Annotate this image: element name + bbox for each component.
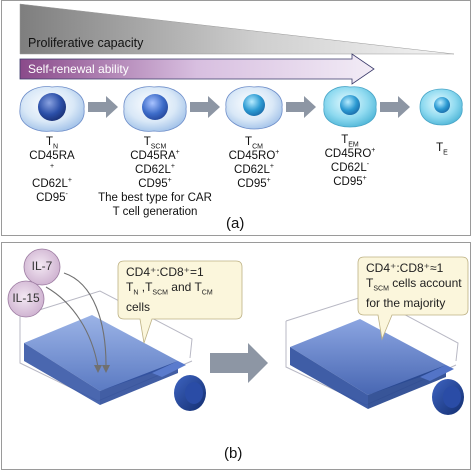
transition-arrow xyxy=(210,343,268,383)
flask-left xyxy=(19,290,193,405)
bubble-left-text: CD4⁺:CD8⁺=1 TN ,TSCM and TCM cells xyxy=(126,265,240,315)
proliferative-capacity-wedge xyxy=(19,3,455,55)
cell-tscm xyxy=(123,86,187,132)
flask-right-cap xyxy=(432,379,464,415)
bubble-left-cells: cells xyxy=(126,300,151,315)
panel-a: Proliferative capacity Self-renewal abil… xyxy=(1,0,471,236)
label-te: TE xyxy=(436,142,448,157)
differentiation-arrows xyxy=(88,96,410,118)
cell-tcm xyxy=(225,86,283,130)
il7-label: IL-7 xyxy=(31,259,53,273)
label-tem: TEM CD45RO+ CD62L- CD95+ xyxy=(324,134,376,188)
panel-a-label: (a) xyxy=(226,215,245,232)
flask-right xyxy=(285,294,459,409)
bubble-right-text: CD4⁺:CD8⁺≈1 TSCM cells account for the m… xyxy=(366,261,468,311)
self-renewal-arrow xyxy=(19,53,375,85)
panel-b-graphics xyxy=(7,248,469,415)
arrow-2 xyxy=(190,96,220,118)
cytokine-arrows xyxy=(45,272,110,373)
cell-tem xyxy=(323,86,377,128)
bubble-right-line2: TSCM cells account xyxy=(366,276,462,293)
panel-b-label: (b) xyxy=(224,445,243,462)
il15-label: IL-15 xyxy=(12,291,40,305)
bubble-left-shape xyxy=(117,260,243,344)
label-tscm: TSCM CD45RA+ CD62L+ CD95+ The best type … xyxy=(96,135,214,219)
bubble-right-shape xyxy=(357,256,469,341)
arrow-3 xyxy=(286,96,316,118)
cell-te xyxy=(419,88,463,126)
cell-tn xyxy=(19,86,85,132)
arrow-1 xyxy=(88,96,118,118)
panel-b: IL-7 IL-15 CD4⁺:CD8⁺=1 TN ,TSCM and TCM … xyxy=(1,242,471,470)
tscm-note: The best type for CAR T cell generation xyxy=(98,192,212,218)
self-renewal-label: Self-renewal ability xyxy=(28,62,129,76)
bubble-left-ratio: CD4⁺:CD8⁺=1 xyxy=(126,265,204,279)
bubble-right-line3: for the majority xyxy=(366,296,446,311)
flask-left-cap xyxy=(174,375,206,411)
bubble-left-types: TN ,TSCM and TCM xyxy=(126,280,213,297)
il15-circle xyxy=(7,280,45,318)
label-tcm: TCM CD45RO+ CD62L+ CD95+ xyxy=(228,136,280,190)
label-tn: TN CD45RA + CD62L+ CD95- xyxy=(29,136,75,204)
bubble-right-ratio: CD4⁺:CD8⁺≈1 xyxy=(366,261,444,275)
arrow-4 xyxy=(380,96,410,118)
il7-circle xyxy=(23,248,61,286)
proliferative-capacity-label: Proliferative capacity xyxy=(28,36,144,50)
panel-a-graphics xyxy=(19,3,463,132)
